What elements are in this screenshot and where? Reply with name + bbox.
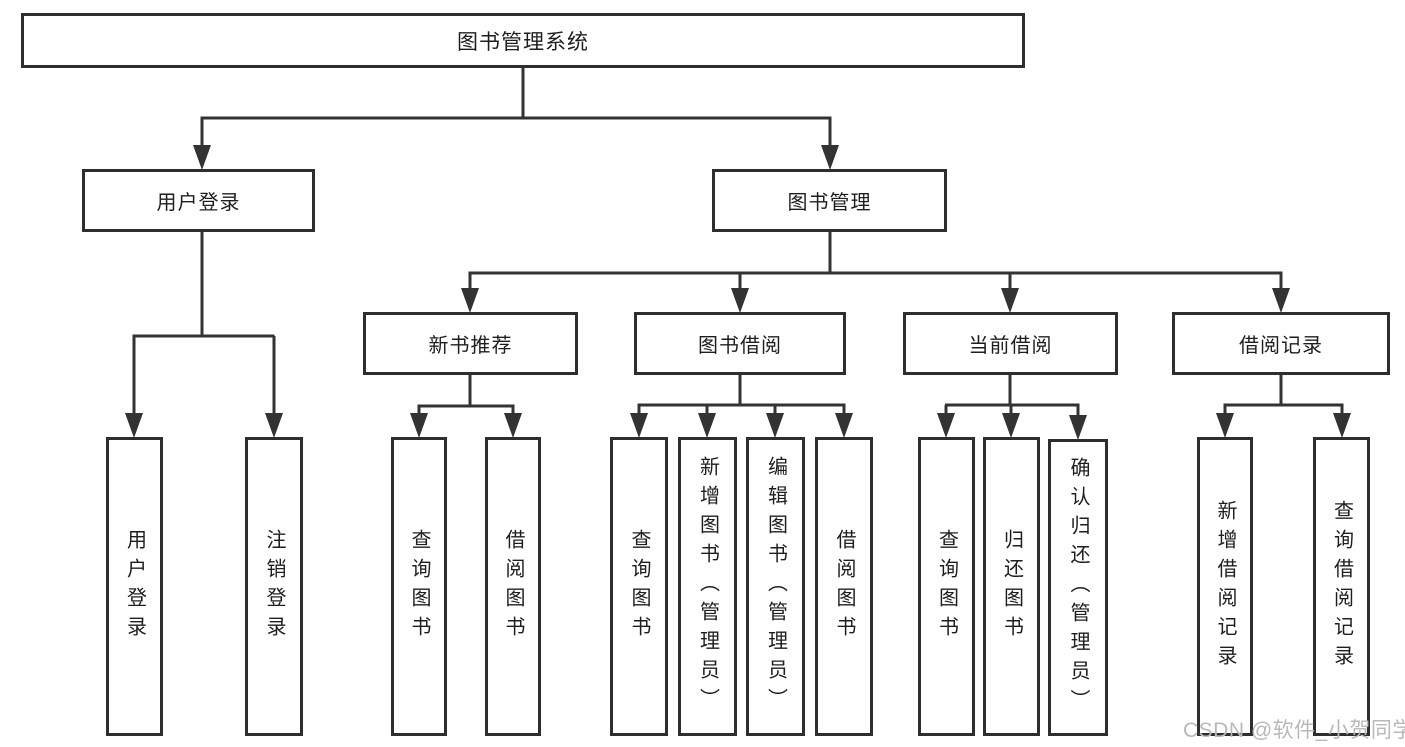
node-label: 用户登录 [123, 528, 146, 645]
node-new-book-recommendation: 新书推荐 [363, 312, 578, 375]
node-label: 新增图书（管理员） [696, 456, 719, 717]
leaf-query-books-recommend: 查询图书 [391, 437, 447, 736]
node-label: 确认归还（管理员） [1067, 457, 1089, 718]
node-library-management-system: 图书管理系统 [21, 13, 1025, 68]
node-user-login: 用户登录 [82, 169, 315, 232]
node-label: 编辑图书（管理员） [764, 456, 787, 717]
leaf-confirm-return-admin: 确认归还（管理员） [1048, 439, 1108, 736]
node-borrowing-records: 借阅记录 [1172, 312, 1390, 375]
node-label: 图书管理系统 [457, 30, 589, 54]
node-label: 查询图书 [628, 528, 650, 645]
node-label: 图书借阅 [698, 335, 782, 357]
leaf-query-books-current: 查询图书 [918, 437, 975, 736]
node-label: 新书推荐 [428, 335, 513, 357]
node-book-borrowing: 图书借阅 [634, 312, 846, 375]
node-label: 当前借阅 [968, 335, 1053, 357]
leaf-add-book-admin: 新增图书（管理员） [678, 437, 737, 736]
node-current-borrowing: 当前借阅 [903, 312, 1118, 375]
connector-book-borrow-children [630, 375, 853, 438]
leaf-query-borrow-record: 查询借阅记录 [1313, 437, 1370, 736]
node-label: 图书管理 [787, 192, 872, 214]
leaf-borrow-books-recommend: 借阅图书 [485, 437, 541, 736]
connector-current-borrow-children [937, 375, 1087, 440]
node-label: 用户登录 [156, 192, 241, 214]
leaf-edit-book-admin: 编辑图书（管理员） [746, 437, 805, 736]
node-label: 查询图书 [408, 528, 430, 645]
node-label: 借阅图书 [502, 528, 524, 645]
connector-user-login-children [125, 232, 283, 438]
connector-book-management-to-level3 [461, 232, 1290, 313]
connector-new-book-children [410, 375, 522, 438]
node-label: 借阅图书 [833, 528, 855, 645]
watermark: CSDN @软件_小贺同学 [1183, 719, 1405, 742]
leaf-return-books: 归还图书 [983, 437, 1040, 736]
leaf-query-books-borrow: 查询图书 [610, 437, 668, 736]
connector-borrow-records-children [1216, 375, 1351, 438]
connector-root-to-level2 [193, 68, 839, 170]
leaf-user-login: 用户登录 [106, 437, 163, 736]
node-label: 归还图书 [1000, 528, 1023, 645]
leaf-logout: 注销登录 [245, 437, 303, 736]
node-book-management: 图书管理 [712, 169, 947, 232]
node-label: 新增借阅记录 [1214, 499, 1236, 674]
leaf-borrow-books: 借阅图书 [815, 437, 873, 736]
node-label: 借阅记录 [1239, 335, 1323, 357]
leaf-add-borrow-record: 新增借阅记录 [1197, 437, 1253, 736]
node-label: 注销登录 [263, 528, 285, 645]
node-label: 查询借阅记录 [1330, 499, 1353, 674]
node-label: 查询图书 [935, 528, 958, 645]
